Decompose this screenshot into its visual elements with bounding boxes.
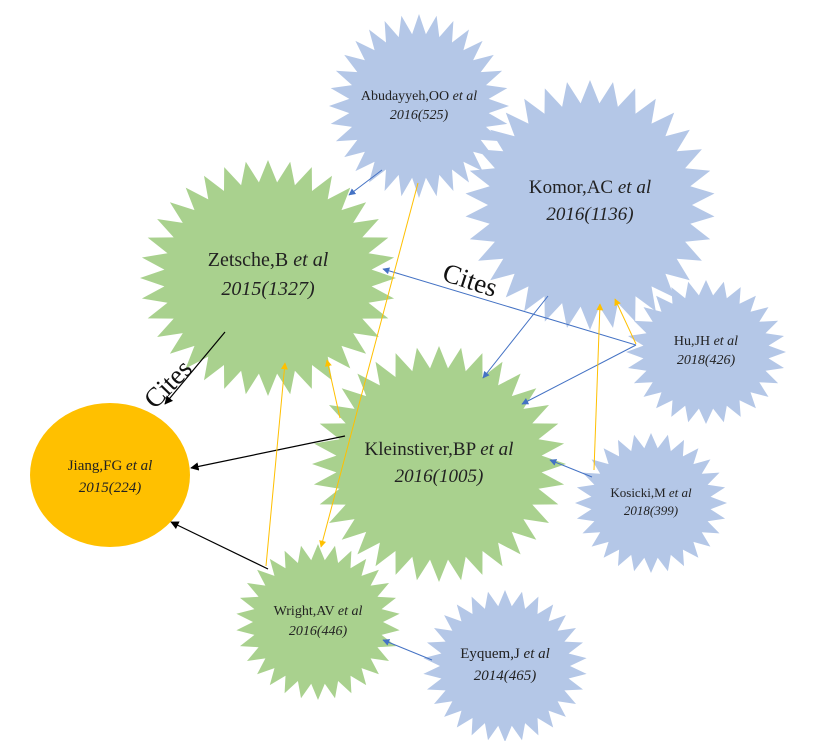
svg-text:2018(426): 2018(426)	[677, 353, 736, 368]
svg-text:2016(1005): 2016(1005)	[395, 466, 484, 487]
abudayyeh-node-shape	[329, 14, 509, 198]
wright-node-shape	[236, 544, 400, 700]
svg-text:Jiang,FG et al: Jiang,FG et al	[68, 458, 153, 474]
edge-kleinstiver-to-jiang	[190, 435, 346, 471]
komor-node-shape	[465, 80, 715, 330]
svg-text:Wright,AV et al: Wright,AV et al	[274, 604, 363, 619]
kosicki-node-label: Kosicki,M et al 2018(399)	[610, 485, 692, 518]
edge-wright-to-zetsche	[265, 362, 288, 567]
zetsche-node-label: Zetsche,B et al 2015(1327)	[208, 249, 329, 300]
kosicki-node-shape	[575, 433, 727, 573]
edge-wright-to-jiang	[170, 521, 269, 570]
svg-text:2015(1327): 2015(1327)	[221, 278, 315, 300]
svg-text:2014(465): 2014(465)	[474, 668, 537, 684]
komor-node-label: Komor,AC et al 2016(1136)	[529, 177, 651, 225]
svg-text:Eyquem,J et al: Eyquem,J et al	[460, 646, 550, 662]
edge-abudayyeh-to-wright	[319, 182, 419, 548]
edge-kleinstiver-to-zetsche	[324, 359, 341, 419]
edge-zetsche-to-jiang	[164, 331, 226, 405]
wright-node-label: Wright,AV et al 2016(446)	[274, 604, 363, 639]
svg-text:Hu,JH et al: Hu,JH et al	[674, 334, 738, 349]
abudayyeh-node-label: Abudayyeh,OO et al 2016(525)	[361, 89, 477, 123]
edge-hu-to-komor	[614, 298, 637, 345]
eyquem-node-shape	[423, 590, 587, 741]
jiang-node-shape	[30, 403, 190, 547]
jiang-node-label: Jiang,FG et al 2015(224)	[68, 458, 153, 496]
cites-label-upper: Cites	[439, 257, 501, 303]
zetsche-node-shape	[140, 160, 396, 396]
svg-text:Zetsche,B et al: Zetsche,B et al	[208, 249, 329, 271]
edge-kosicki-to-komor	[593, 303, 604, 471]
svg-text:Komor,AC et al: Komor,AC et al	[529, 177, 651, 198]
svg-text:Kleinstiver,BP et al: Kleinstiver,BP et al	[365, 439, 514, 460]
svg-text:Abudayyeh,OO et al: Abudayyeh,OO et al	[361, 89, 477, 104]
kleinstiver-node-shape	[312, 346, 566, 582]
edge-komor-to-kleinstiver	[482, 295, 549, 379]
kleinstiver-node-label: Kleinstiver,BP et al 2016(1005)	[365, 439, 514, 487]
svg-text:2018(399): 2018(399)	[624, 503, 678, 518]
svg-text:2016(1136): 2016(1136)	[546, 204, 633, 225]
hu-node-shape	[626, 280, 786, 424]
edge-kosicki-to-kleinstiver	[549, 459, 593, 478]
edge-hu-to-kleinstiver	[521, 344, 637, 405]
eyquem-node-label: Eyquem,J et al 2014(465)	[460, 646, 550, 684]
svg-text:2015(224): 2015(224)	[79, 480, 142, 496]
svg-text:Kosicki,M et al: Kosicki,M et al	[610, 485, 692, 500]
svg-text:2016(525): 2016(525)	[390, 108, 449, 123]
edge-abudayyeh-to-zetsche	[348, 169, 383, 196]
hu-node-label: Hu,JH et al 2018(426)	[674, 334, 738, 368]
edge-eyquem-to-wright	[382, 639, 433, 661]
edge-hu-to-zetsche	[382, 267, 637, 346]
svg-text:2016(446): 2016(446)	[289, 624, 348, 639]
